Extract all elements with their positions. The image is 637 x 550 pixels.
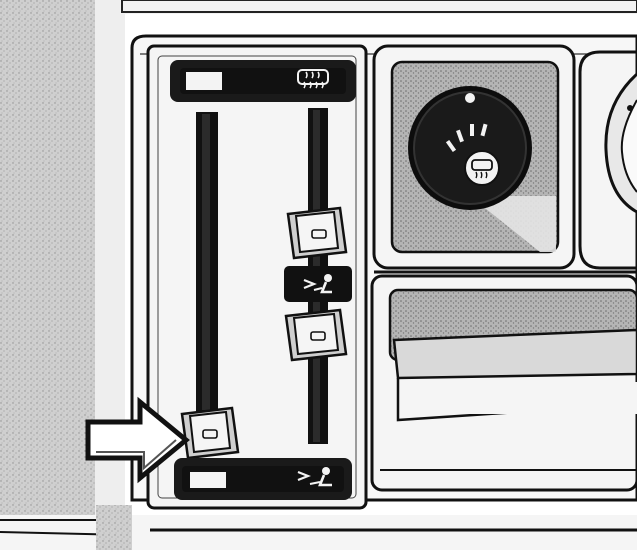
rear-defrost-icon [471,159,493,179]
airflow-to-passenger-icon [303,274,332,294]
right-upper-slider-knob[interactable] [286,206,348,260]
fan-speed-marks-icon [445,123,488,153]
rotary-knob[interactable] [408,86,532,210]
knob-pointer-mark [465,93,475,103]
partial-dial-housing [578,50,637,270]
middle-indicator [284,266,352,302]
drawer-housing [370,270,637,492]
top-indicator-lamp [186,72,222,90]
pointer-arrow [85,396,190,484]
airflow-to-passenger-icon [297,467,332,487]
left-slider-knob[interactable] [180,406,240,460]
top-indicator [170,60,356,102]
bottom-indicator-lamp [190,472,226,488]
bottom-indicator [174,458,352,500]
right-lower-slider-knob[interactable] [284,308,348,362]
left-stipple-area [0,0,95,550]
rear-defrost-icon [297,69,329,89]
drawer-lip[interactable] [392,328,637,380]
